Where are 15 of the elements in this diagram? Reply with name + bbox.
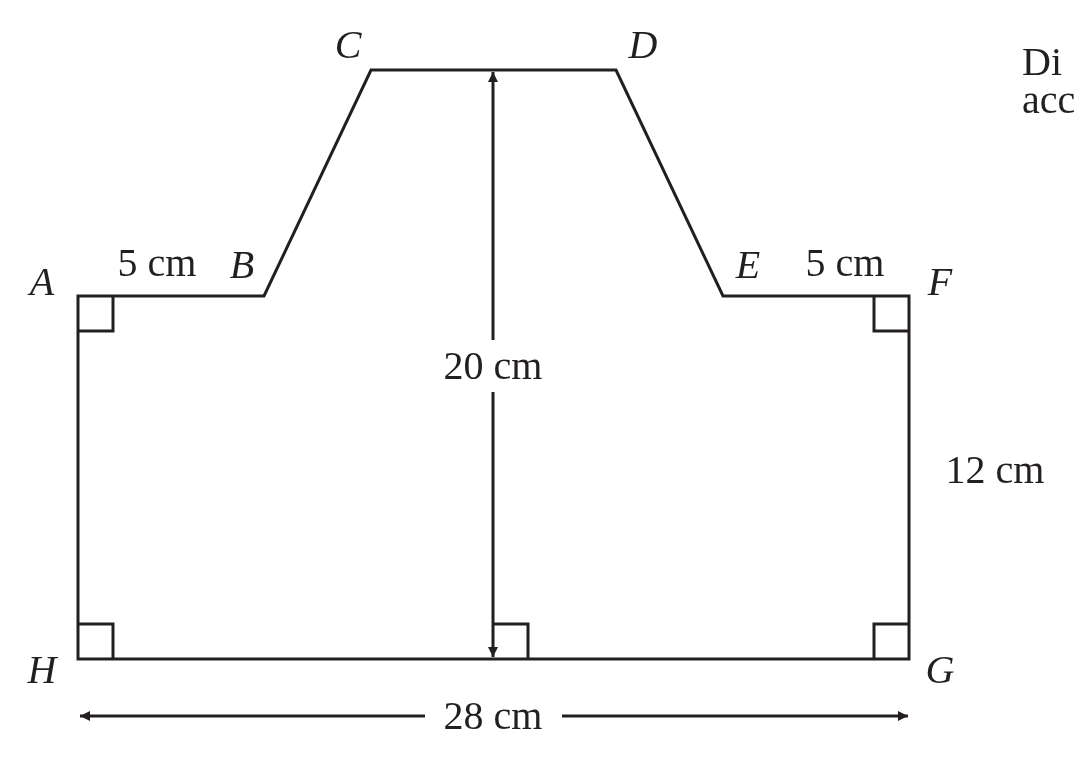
- point-label: D: [628, 25, 658, 65]
- dimension-label: 5 cm: [117, 243, 197, 283]
- point-label: E: [735, 245, 761, 285]
- point-label: H: [27, 650, 57, 690]
- dimension-label: 20 cm: [443, 346, 543, 386]
- point-label: F: [927, 262, 953, 302]
- note-text: acc: [1022, 80, 1076, 120]
- dimension-label: 12 cm: [945, 450, 1045, 490]
- dimension-label: 5 cm: [805, 243, 885, 283]
- point-label: G: [925, 650, 955, 690]
- point-label: C: [334, 25, 362, 65]
- point-label: B: [229, 245, 255, 285]
- note-text: Di: [1022, 42, 1062, 82]
- dimension-label: 28 cm: [443, 696, 543, 736]
- point-label: A: [29, 262, 55, 302]
